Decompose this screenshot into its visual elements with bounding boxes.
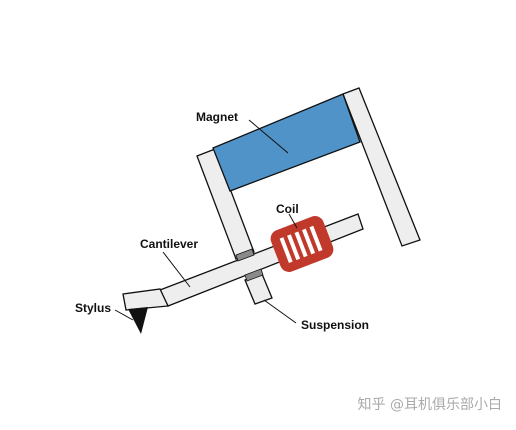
magnet-label: Magnet	[196, 110, 238, 124]
coil-winding	[279, 237, 293, 263]
magnet-leader	[248, 119, 289, 154]
cantilever-label: Cantilever	[140, 237, 198, 251]
coil-winding	[309, 225, 323, 252]
left-pole-arm	[196, 148, 255, 260]
stylus-label: Stylus	[75, 301, 111, 315]
coil-winding	[287, 234, 301, 261]
cantilever-leader	[162, 251, 191, 288]
magnet-block	[212, 93, 361, 192]
pole-gap-pad	[235, 248, 255, 262]
suspension-label: Suspension	[301, 318, 369, 332]
suspension-leader	[263, 299, 297, 324]
suspension-pad	[244, 268, 264, 282]
stylus-leader	[114, 309, 134, 321]
coil-leader	[288, 213, 298, 229]
coil-winding	[294, 231, 308, 258]
coil	[270, 216, 334, 272]
stylus-tip	[128, 307, 148, 334]
coil-winding	[302, 228, 316, 255]
coil-label: Coil	[276, 202, 299, 216]
stylus-holder	[122, 288, 169, 311]
watermark: 知乎 @耳机俱乐部小白	[357, 397, 502, 413]
right-pole-arm	[342, 87, 421, 247]
